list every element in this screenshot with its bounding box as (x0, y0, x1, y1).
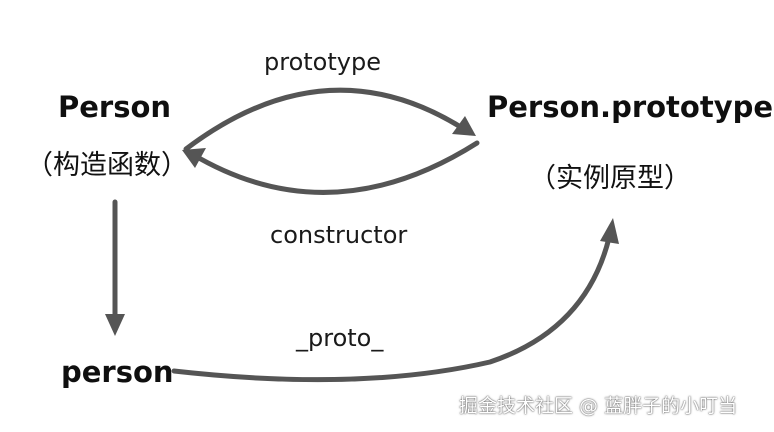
instance-node-title: person (61, 355, 174, 389)
prototype-arrowhead (452, 116, 476, 136)
constructor-edge-label: constructor (270, 221, 408, 249)
watermark: 掘金技术社区 @ 蓝胖子的小叮当 (459, 395, 738, 417)
proto-arrow (171, 235, 612, 383)
proto-edge-label: _proto_ (296, 324, 384, 352)
prototype-edge-label: prototype (264, 48, 381, 76)
prototype-arrow (183, 87, 473, 152)
proto-arrowhead (600, 218, 619, 244)
constructor-node-subtitle: （构造函数） (26, 150, 188, 181)
instance-arrowhead (105, 314, 125, 336)
prototype-node-subtitle: （实例原型） (529, 163, 691, 194)
constructor-arrow (189, 140, 480, 195)
constructor-node-title: Person (58, 90, 172, 124)
constructor-arrowhead (182, 148, 206, 168)
prototype-node-title: Person.prototype (487, 90, 774, 124)
